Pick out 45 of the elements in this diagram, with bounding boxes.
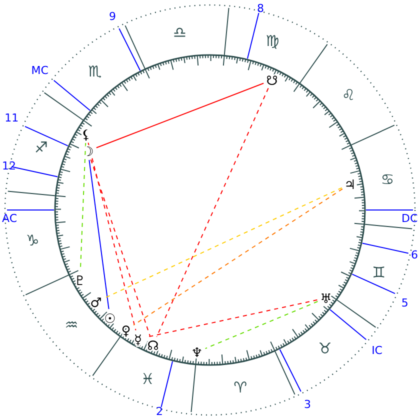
house-number: 11 bbox=[4, 112, 19, 125]
angle-label: IC bbox=[372, 344, 382, 358]
house-number: 12 bbox=[2, 159, 16, 172]
planet-symbol: ☊ bbox=[147, 339, 159, 354]
planet-symbol: ♅ bbox=[320, 292, 332, 307]
zodiac-sign-symbol: ♒ bbox=[64, 316, 78, 334]
aspect-line bbox=[156, 88, 269, 338]
zodiac-sign-symbol: ♌ bbox=[342, 86, 356, 104]
aspect-line bbox=[204, 300, 318, 350]
aspect-line bbox=[133, 188, 343, 326]
aspect-line bbox=[104, 187, 342, 299]
zodiac-sign-symbol: ♐ bbox=[34, 138, 48, 157]
house-number: 2 bbox=[156, 405, 164, 418]
angle-label: DC bbox=[402, 212, 418, 225]
zodiac-sign-symbol: ♈ bbox=[234, 378, 248, 396]
aspect-line bbox=[88, 142, 136, 331]
zodiac-sign-symbol: ♏ bbox=[88, 62, 102, 80]
planet-symbol: ⚸ bbox=[81, 128, 91, 143]
zodiac-sign-symbol: ♋ bbox=[380, 170, 394, 189]
planet-symbol: ☉ bbox=[104, 312, 116, 327]
house-number: 8 bbox=[256, 2, 264, 15]
aspect-line bbox=[88, 159, 110, 310]
planet-symbol: ♆ bbox=[191, 346, 203, 361]
planet-symbol: ☽ bbox=[82, 145, 94, 160]
aspect-line bbox=[90, 159, 151, 337]
aspect-line bbox=[146, 299, 318, 338]
planet-symbol: ♀ bbox=[121, 324, 131, 339]
zodiac-sign-symbol: ♑ bbox=[26, 231, 40, 250]
planet-symbol: ☋ bbox=[266, 74, 278, 89]
planet-symbol: ♇ bbox=[74, 274, 86, 289]
zodiac-sign-symbol: ♉ bbox=[318, 340, 332, 358]
aspect-line bbox=[96, 82, 264, 148]
angle-label: MC bbox=[31, 64, 48, 77]
house-number: 9 bbox=[108, 10, 116, 24]
planet-symbol: ☿ bbox=[134, 333, 142, 348]
planet-symbol: ♂ bbox=[90, 296, 102, 311]
zodiac-sign-symbol: ♊ bbox=[372, 263, 386, 282]
zodiac-sign-symbol: ♍ bbox=[266, 32, 280, 50]
house-number: 5 bbox=[401, 296, 408, 310]
angle-label: AC bbox=[2, 212, 18, 225]
house-number: 6 bbox=[411, 248, 418, 262]
zodiac-sign-symbol: ♓ bbox=[140, 370, 154, 388]
planet-symbol: ♃ bbox=[344, 178, 356, 193]
zodiac-sign-symbol: ♎ bbox=[172, 24, 186, 42]
house-number: 3 bbox=[304, 398, 312, 411]
